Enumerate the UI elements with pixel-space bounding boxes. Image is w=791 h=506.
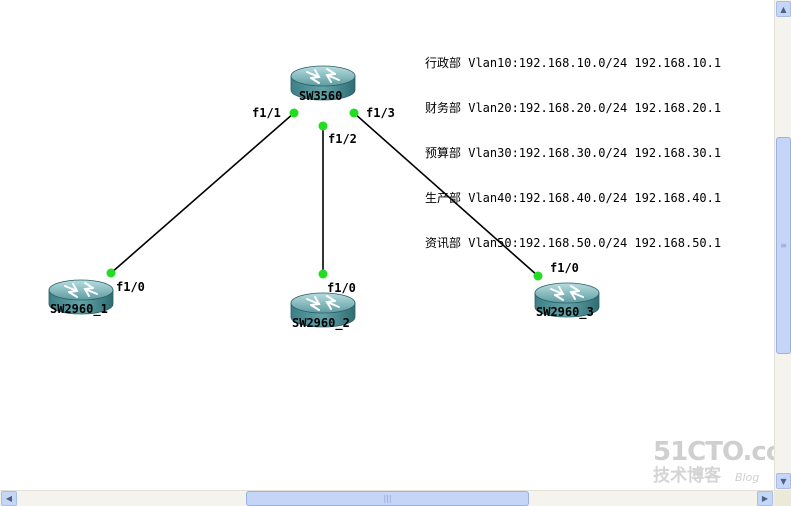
port-label-sw1-f10: f1/0 [116,280,145,294]
vlan-note: 行政部 Vlan10:192.168.10.0/24 192.168.10.1 … [425,26,721,281]
port-dot-sw3-f10 [533,271,543,281]
scroll-left-button[interactable]: ◀ [1,491,17,506]
port-dot-sw1-f10 [106,268,116,278]
scroll-up-button[interactable]: ▲ [776,1,791,17]
port-label-sw3-f10: f1/0 [550,261,579,275]
vlan-note-line: 资讯部 Vlan50:192.168.50.0/24 192.168.50.1 [425,236,722,250]
vlan-note-line: 预算部 Vlan30:192.168.30.0/24 192.168.30.1 [425,146,722,160]
device-label-sw2: SW2960_2 [292,316,350,330]
horizontal-scroll-thumb[interactable]: ||| [246,491,529,506]
vlan-note-line: 财务部 Vlan20:192.168.20.0/24 192.168.20.1 [425,101,722,115]
link-core-sw3 [353,112,539,277]
port-label-sw2-f10: f1/0 [327,281,356,295]
site-watermark: 51CTO.com 技术博客 Blog [653,438,774,486]
watermark-site: 51CTO.com [653,437,774,467]
scrollbar-corner [774,490,791,506]
port-dot-core-f13 [349,108,359,118]
watermark-blog: Blog [735,471,760,484]
port-dot-core-f12 [318,121,328,131]
horizontal-scrollbar[interactable]: ◀ ||| ▶ [0,490,774,506]
port-dot-core-f11 [289,108,299,118]
vlan-note-line: 行政部 Vlan10:192.168.10.0/24 192.168.10.1 [425,56,722,70]
port-label-core-f11: f1/1 [252,106,281,120]
vlan-note-line: 生产部 Vlan40:192.168.40.0/24 192.168.40.1 [425,191,722,205]
scroll-right-button[interactable]: ▶ [757,491,773,506]
topology-diagram [48,65,600,328]
port-dot-sw2-f10 [318,269,328,279]
vertical-scroll-thumb[interactable]: ≡ [776,137,791,354]
port-label-core-f13: f1/3 [366,106,395,120]
link-core-sw1 [110,112,295,274]
vertical-scrollbar[interactable]: ▲ ≡ ▼ [774,0,791,490]
device-label-sw3: SW2960_3 [536,305,594,319]
device-label-core: SW3560 [299,89,343,103]
topology-canvas: SW3560 SW2960_1 SW2960_2 SW2960_3 f1/1 f… [48,26,774,486]
scroll-down-button[interactable]: ▼ [776,473,791,489]
device-label-sw1: SW2960_1 [50,302,108,316]
port-label-core-f12: f1/2 [328,132,357,146]
watermark-tagline: 技术博客 [653,466,721,486]
